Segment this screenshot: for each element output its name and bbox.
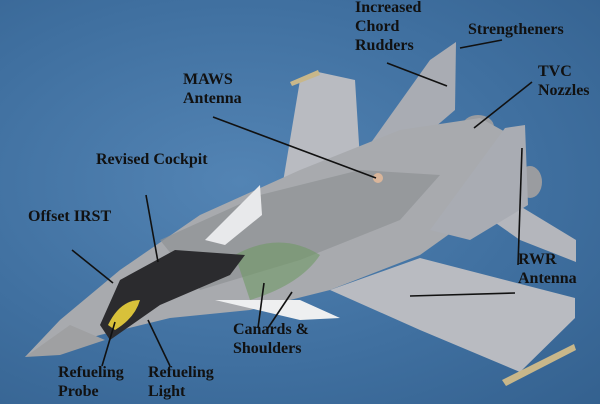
primer-green bbox=[235, 242, 320, 300]
label-line: RWR bbox=[518, 251, 557, 268]
leader-canard bbox=[257, 282, 265, 329]
label-tvc-nozzles: TVC Nozzles bbox=[538, 62, 590, 100]
label-line: Shoulders bbox=[233, 340, 302, 357]
right-wingtip-rail bbox=[502, 344, 576, 386]
leader-shoulder bbox=[267, 291, 293, 329]
label-line: Probe bbox=[58, 383, 99, 400]
label-strengtheners: Strengtheners bbox=[468, 20, 564, 39]
leader-maws bbox=[212, 116, 377, 179]
label-increased-chord-rudders: Increased Chord Rudders bbox=[355, 0, 421, 55]
leader-irst bbox=[71, 249, 114, 284]
leader-lines bbox=[71, 39, 533, 367]
label-line: Antenna bbox=[183, 90, 242, 107]
label-line: Chord bbox=[355, 18, 400, 35]
nose-cone bbox=[25, 325, 105, 357]
label-canards-shoulders: Canards & Shoulders bbox=[233, 320, 309, 358]
label-line: Rudders bbox=[355, 37, 414, 54]
label-line: Strengtheners bbox=[468, 21, 564, 38]
label-line: Antenna bbox=[518, 270, 577, 287]
label-line: Canards & bbox=[233, 321, 310, 338]
label-line: TVC bbox=[538, 63, 572, 80]
label-revised-cockpit: Revised Cockpit bbox=[96, 150, 208, 169]
right-wing bbox=[330, 258, 575, 372]
label-offset-irst: Offset IRST bbox=[28, 207, 111, 226]
leader-light bbox=[147, 319, 171, 367]
left-canard bbox=[205, 185, 262, 245]
leader-strengtheners bbox=[459, 39, 503, 49]
label-line: Nozzles bbox=[538, 82, 590, 99]
right-rudder bbox=[430, 125, 528, 240]
left-wingtip-rail bbox=[290, 70, 320, 86]
cockpit-yellow-detail bbox=[108, 300, 140, 330]
label-line: Refueling bbox=[58, 364, 124, 381]
cockpit bbox=[100, 250, 245, 340]
leader-rwr-wing bbox=[409, 292, 516, 297]
label-line: Revised Cockpit bbox=[96, 151, 208, 168]
leader-rudders bbox=[386, 62, 448, 87]
label-line: Light bbox=[148, 383, 186, 400]
label-line: Offset IRST bbox=[28, 208, 112, 225]
maws-antenna bbox=[373, 173, 383, 183]
label-line: MAWS bbox=[183, 71, 233, 88]
label-line: Refueling bbox=[148, 364, 214, 381]
label-line: Increased bbox=[355, 0, 422, 16]
leader-cockpit bbox=[145, 194, 159, 263]
label-refueling-light: Refueling Light bbox=[148, 363, 214, 401]
leader-rwr-tail bbox=[517, 147, 523, 266]
leader-tvc bbox=[473, 81, 533, 129]
label-maws-antenna: MAWS Antenna bbox=[183, 70, 242, 108]
leader-probe bbox=[101, 321, 116, 367]
label-rwr-antenna: RWR Antenna bbox=[518, 250, 577, 288]
label-refueling-probe: Refueling Probe bbox=[58, 363, 124, 401]
right-canard bbox=[215, 300, 340, 320]
